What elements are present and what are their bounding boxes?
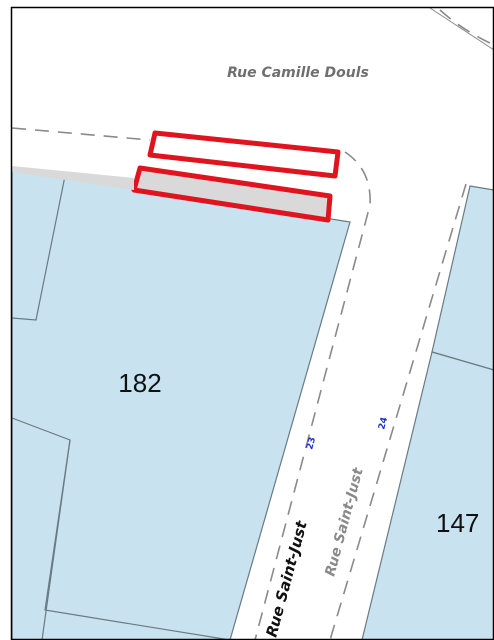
sidewalk-gray-left [12,166,134,190]
parcel-boundary-line [44,439,231,640]
parcel-number-182: 182 [118,368,161,398]
kerb-top-right-solid [429,7,494,51]
street-label-camille-douls: Rue Camille Douls [227,65,369,81]
kerb-lines [11,9,494,640]
parcels-layer [11,167,494,640]
highlight-strip-upper[interactable] [147,130,341,179]
parcel-147[interactable] [361,351,494,640]
parcel-number-147: 147 [436,508,479,538]
address-number-23: 23 [305,436,318,451]
highlighted-zones[interactable] [12,130,341,223]
parcel-right-upper[interactable] [431,185,494,371]
address-number-24: 24 [377,416,390,431]
parcel-boundary-line [11,175,66,321]
highlight-strip-lower[interactable] [131,165,333,223]
